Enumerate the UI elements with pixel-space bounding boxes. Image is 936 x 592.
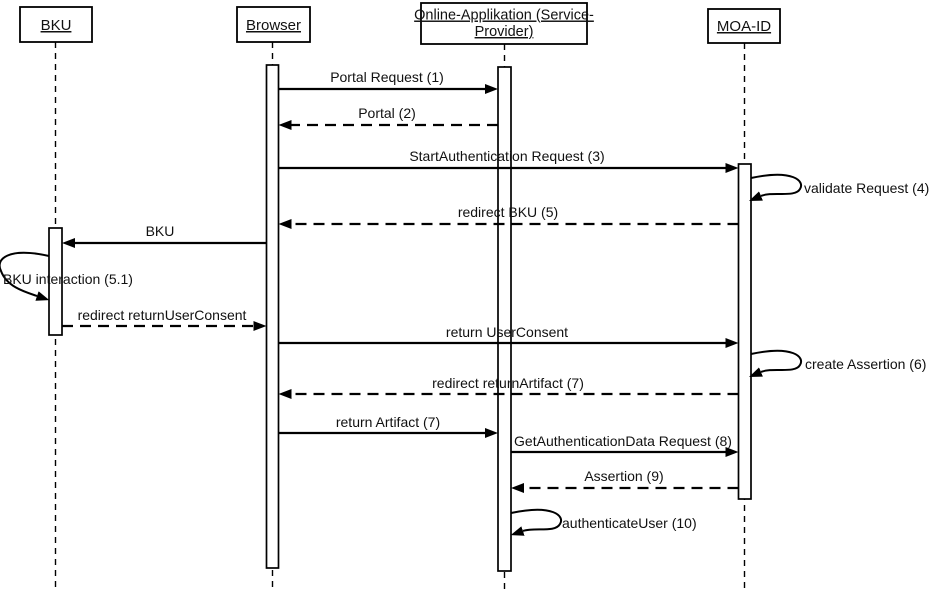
message-authenticate-user-label: authenticateUser (10): [562, 515, 697, 531]
message-validate-request-loop: [748, 173, 803, 201]
actor-online-app-label-line1: Online-Applikation (Service-: [414, 8, 594, 24]
message-bku-interaction-loop: [0, 251, 50, 301]
message-redirect-return-artifact-label: redirect returnArtifact (7): [432, 375, 584, 391]
message-authenticate-user: authenticateUser (10): [510, 508, 697, 536]
message-bku-interaction: BKU interaction (5.1): [0, 251, 133, 301]
message-start-authentication-request-label: StartAuthentication Request (3): [409, 148, 604, 164]
message-bku-interaction-label: BKU interaction (5.1): [3, 271, 133, 287]
actor-browser-label: Browser: [246, 17, 301, 34]
message-create-assertion-loop: [748, 349, 803, 377]
message-bku: BKU: [62, 223, 267, 248]
message-assertion: Assertion (9): [511, 468, 739, 493]
actor-moa-id: MOA-ID: [707, 8, 781, 44]
message-get-authentication-data-request-label: GetAuthenticationData Request (8): [514, 433, 732, 449]
message-redirect-return-user-consent-label: redirect returnUserConsent: [78, 307, 247, 323]
activation-online-app: [497, 66, 512, 572]
message-create-assertion: create Assertion (6): [748, 349, 926, 377]
message-authenticate-user-loop: [510, 508, 563, 536]
actor-moa-id-label: MOA-ID: [717, 18, 771, 35]
message-bku-label: BKU: [146, 223, 175, 239]
message-return-artifact: return Artifact (7): [278, 414, 498, 438]
message-return-artifact-label: return Artifact (7): [336, 414, 440, 430]
actor-online-app: Online-Applikation (Service- Provider): [414, 2, 594, 45]
message-return-user-consent-label: return UserConsent: [446, 324, 568, 340]
message-redirect-bku-label: redirect BKU (5): [458, 204, 558, 220]
message-get-authentication-data-request: GetAuthenticationData Request (8): [511, 433, 739, 457]
message-validate-request-label: validate Request (4): [804, 180, 929, 196]
actor-bku-label: BKU: [41, 17, 72, 34]
message-create-assertion-label: create Assertion (6): [805, 356, 926, 372]
message-redirect-return-user-consent: redirect returnUserConsent: [62, 307, 267, 331]
actor-browser: Browser: [236, 6, 311, 43]
activation-bku: [48, 227, 63, 336]
message-portal-request: Portal Request (1): [278, 69, 498, 94]
message-portal-label: Portal (2): [358, 105, 416, 121]
activation-moa-id: [737, 163, 752, 500]
actor-moa-id-box: [707, 8, 781, 44]
actor-online-app-label-line2: Provider): [475, 24, 534, 40]
actor-bku-box: [19, 6, 93, 43]
message-portal-request-label: Portal Request (1): [330, 69, 444, 85]
message-validate-request: validate Request (4): [748, 173, 929, 201]
activation-browser: [265, 64, 280, 569]
actor-bku: BKU: [19, 6, 93, 43]
actor-browser-box: [236, 6, 311, 43]
actor-online-app-box: [420, 2, 588, 45]
message-return-user-consent: return UserConsent: [278, 324, 739, 348]
message-redirect-bku: redirect BKU (5): [278, 204, 739, 229]
message-portal: Portal (2): [278, 105, 498, 130]
message-start-authentication-request: StartAuthentication Request (3): [278, 148, 739, 173]
message-assertion-label: Assertion (9): [584, 468, 663, 484]
message-redirect-return-artifact: redirect returnArtifact (7): [278, 375, 739, 399]
